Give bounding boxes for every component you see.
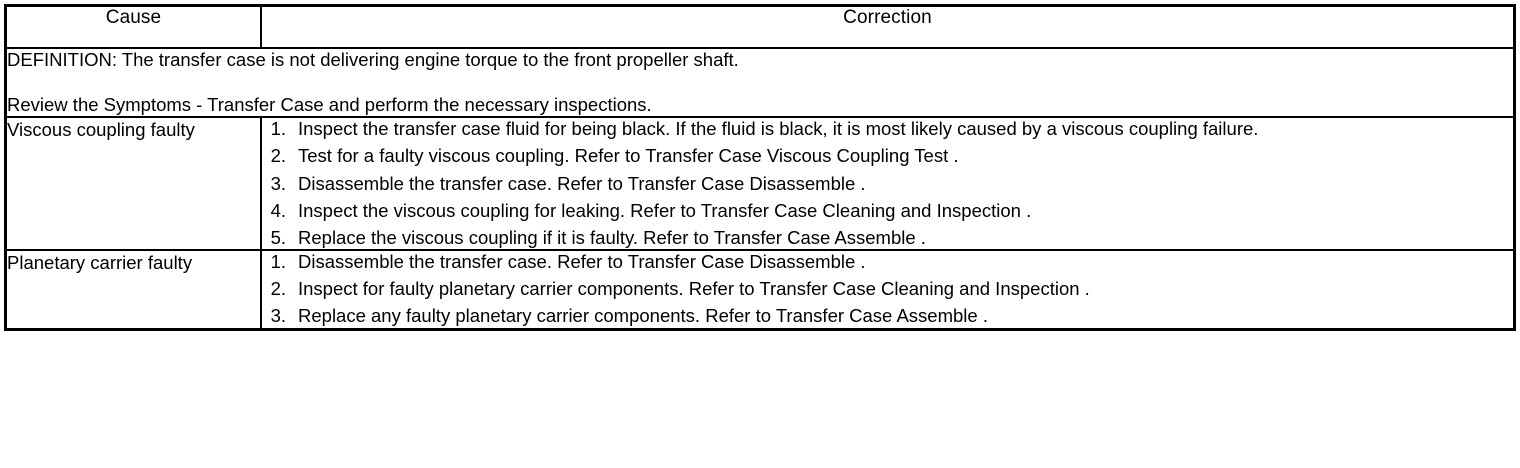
step-text: Replace the viscous coupling if it is fa… [298, 226, 926, 248]
step-text: Inspect for faulty planetary carrier com… [298, 278, 1090, 300]
list-item: 2. Test for a faulty viscous coupling. R… [262, 145, 1513, 167]
list-item: 3. Disassemble the transfer case. Refer … [262, 173, 1513, 195]
table-row: Planetary carrier faulty 1. Disassemble … [4, 249, 1516, 331]
list-item: 4. Inspect the viscous coupling for leak… [262, 200, 1513, 222]
table-body: DEFINITION: The transfer case is not del… [4, 46, 1516, 331]
definition-row: DEFINITION: The transfer case is not del… [4, 46, 1516, 119]
correction-cell: 1. Disassemble the transfer case. Refer … [260, 249, 1516, 331]
step-number: 5. [270, 226, 286, 248]
step-number: 4. [270, 199, 286, 221]
step-text: Disassemble the transfer case. Refer to … [298, 251, 866, 273]
definition-cell: DEFINITION: The transfer case is not del… [4, 46, 1516, 119]
table-row: Viscous coupling faulty 1. Inspect the t… [4, 116, 1516, 252]
document-page: Cause Correction DEFINITION: The transfe… [0, 4, 1520, 468]
cause-cell: Planetary carrier faulty [4, 249, 262, 331]
column-header-cause: Cause [4, 4, 262, 49]
list-item: 1. Inspect the transfer case fluid for b… [262, 118, 1513, 140]
column-header-correction: Correction [260, 4, 1516, 49]
correction-step-list: 1. Inspect the transfer case fluid for b… [262, 118, 1513, 249]
definition-line-1: DEFINITION: The transfer case is not del… [7, 49, 739, 70]
header-row: Cause Correction [4, 4, 1516, 49]
step-text: Disassemble the transfer case. Refer to … [298, 172, 866, 194]
step-text: Replace any faulty planetary carrier com… [298, 305, 988, 327]
cause-cell: Viscous coupling faulty [4, 116, 262, 252]
table-header: Cause Correction [4, 4, 1516, 49]
step-number: 2. [270, 278, 286, 300]
step-number: 1. [270, 118, 286, 140]
correction-cell: 1. Inspect the transfer case fluid for b… [260, 116, 1516, 252]
diagnostic-table: Cause Correction DEFINITION: The transfe… [4, 4, 1516, 331]
list-item: 5. Replace the viscous coupling if it is… [262, 227, 1513, 249]
list-item: 1. Disassemble the transfer case. Refer … [262, 251, 1513, 273]
list-item: 2. Inspect for faulty planetary carrier … [262, 278, 1513, 300]
step-number: 3. [270, 305, 286, 327]
step-number: 3. [270, 172, 286, 194]
correction-step-list: 1. Disassemble the transfer case. Refer … [262, 251, 1513, 328]
step-text: Test for a faulty viscous coupling. Refe… [298, 145, 959, 167]
list-item: 3. Replace any faulty planetary carrier … [262, 305, 1513, 327]
step-text: Inspect the viscous coupling for leaking… [298, 199, 1032, 221]
step-number: 2. [270, 145, 286, 167]
step-text: Inspect the transfer case fluid for bein… [298, 118, 1259, 140]
definition-line-2: Review the Symptoms - Transfer Case and … [7, 93, 652, 115]
step-number: 1. [270, 251, 286, 273]
